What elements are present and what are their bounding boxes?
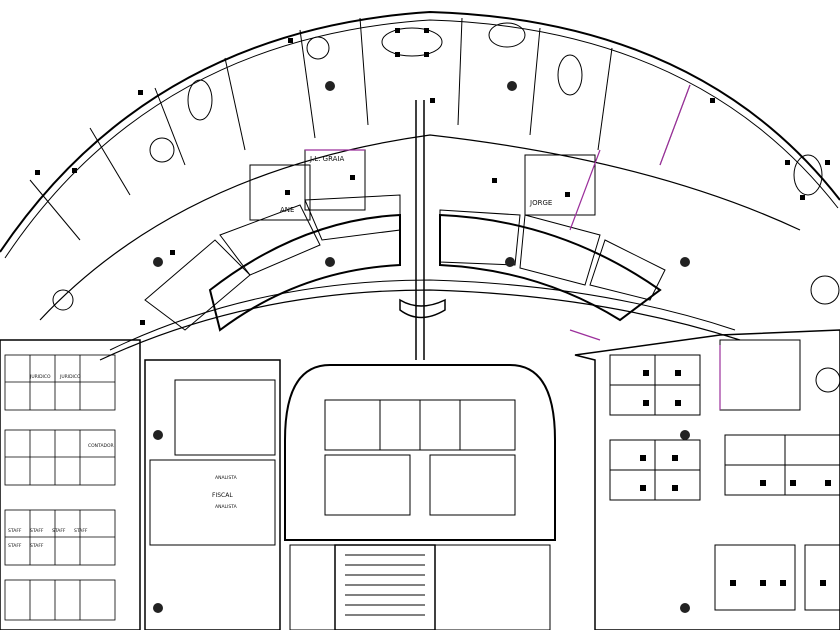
column bbox=[153, 603, 163, 613]
round-table bbox=[149, 137, 175, 163]
fiscal-room bbox=[149, 459, 276, 546]
round-table bbox=[52, 289, 74, 311]
right-lower-block bbox=[574, 329, 840, 630]
lower-core bbox=[289, 544, 551, 630]
room-label-staff: STAFF bbox=[8, 529, 22, 534]
left-inner-wing bbox=[208, 213, 401, 332]
column bbox=[680, 257, 690, 267]
staff-cubicles bbox=[4, 354, 116, 621]
right-wing-office bbox=[439, 209, 521, 266]
column bbox=[153, 430, 163, 440]
column bbox=[325, 81, 335, 91]
radial-wall bbox=[224, 57, 246, 151]
radial-wall bbox=[359, 17, 369, 126]
restroom-right bbox=[429, 454, 516, 516]
radial-wall bbox=[529, 27, 541, 136]
corridor-arc-2 bbox=[109, 279, 736, 351]
inner-facade-arc bbox=[39, 134, 801, 321]
corridor-arc bbox=[99, 289, 741, 361]
conference-table bbox=[381, 27, 443, 57]
column bbox=[507, 81, 517, 91]
fiscal-block bbox=[144, 359, 281, 630]
left-wing-office bbox=[219, 204, 321, 276]
right-wing-office bbox=[519, 214, 601, 286]
room-label-juridico-1: JURIDICO bbox=[30, 375, 51, 380]
round-table bbox=[815, 367, 840, 393]
room-label-fiscal: FISCAL bbox=[212, 492, 233, 499]
room-label-analista-1: ANALISTA bbox=[215, 476, 237, 481]
radial-wall bbox=[457, 17, 463, 126]
jorge-office bbox=[524, 154, 596, 216]
left-lower-block bbox=[0, 339, 141, 630]
round-table bbox=[306, 36, 330, 60]
column bbox=[325, 257, 335, 267]
conference-table bbox=[793, 154, 823, 196]
room-label-juridico-2: JURIDICO bbox=[60, 375, 81, 380]
conference-table bbox=[187, 79, 213, 121]
room-label-contador: CONTADOR bbox=[88, 444, 114, 449]
room-label-staff: STAFF bbox=[52, 529, 66, 534]
room-label-ane: ANE bbox=[280, 206, 295, 214]
accent-partitions bbox=[305, 84, 721, 410]
room-label-staff: STAFF bbox=[30, 529, 44, 534]
reception-desk bbox=[399, 298, 446, 319]
column bbox=[680, 430, 690, 440]
right-wing-office bbox=[589, 239, 666, 301]
column bbox=[680, 603, 690, 613]
workstation-cluster bbox=[804, 544, 840, 611]
conference-table bbox=[557, 54, 583, 96]
radial-wall bbox=[597, 47, 613, 151]
radial-wall bbox=[299, 29, 316, 139]
round-table bbox=[810, 275, 840, 305]
room-label-staff: STAFF bbox=[74, 529, 88, 534]
column bbox=[153, 257, 163, 267]
right-inner-wing bbox=[439, 213, 662, 322]
conference-table bbox=[488, 22, 526, 48]
column bbox=[505, 257, 515, 267]
ane-office bbox=[249, 164, 311, 221]
stair-core bbox=[334, 544, 436, 630]
small-room bbox=[174, 379, 276, 456]
radial-wall bbox=[89, 127, 131, 196]
radial-wall bbox=[29, 179, 81, 241]
restroom-left bbox=[324, 454, 411, 516]
room-label-analista-2: ANALISTA bbox=[215, 505, 237, 510]
left-wing-office bbox=[304, 194, 401, 241]
room-label-staff: STAFF bbox=[30, 544, 44, 549]
room-label-jl-graia: J.L. GRAIA bbox=[310, 155, 345, 163]
room-label-staff: STAFF bbox=[8, 544, 22, 549]
core-outline bbox=[284, 364, 556, 541]
open-office bbox=[719, 339, 801, 411]
radial-wall bbox=[154, 87, 186, 166]
outer-facade-arc bbox=[0, 10, 840, 253]
outer-facade-arc-inner bbox=[4, 19, 839, 259]
chairs bbox=[35, 28, 831, 586]
structural-columns bbox=[153, 81, 690, 613]
workstation-cluster bbox=[714, 544, 796, 611]
room-label-jorge: JORGE bbox=[530, 199, 553, 207]
